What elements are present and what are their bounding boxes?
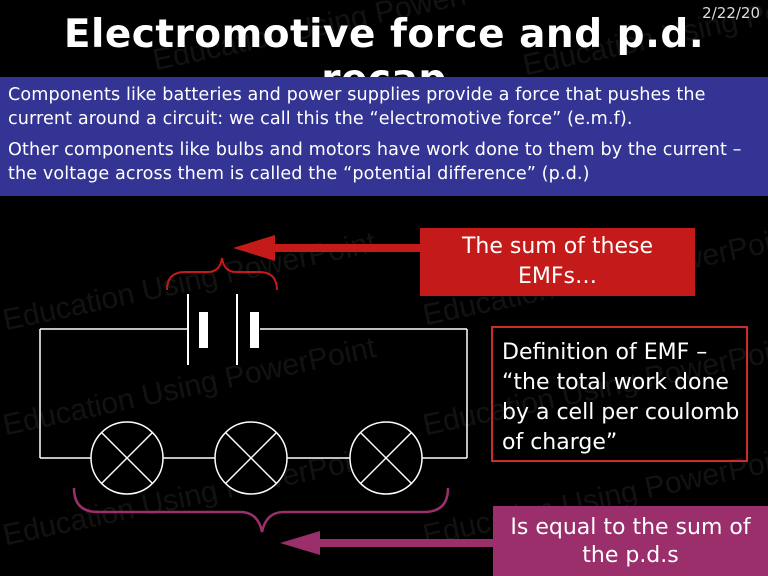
emf-arrow (233, 235, 422, 261)
intro-paragraph-pd: Other components like bulbs and motors h… (8, 140, 742, 184)
pd-arrow (280, 531, 495, 555)
intro-band: Components like batteries and power supp… (0, 77, 768, 196)
emf-sum-callout: The sum of these EMFs… (420, 228, 695, 296)
lamp-2 (214, 421, 288, 495)
intro-paragraph-emf: Components like batteries and power supp… (8, 85, 706, 129)
battery-cells (187, 294, 259, 365)
cells-brace (166, 257, 278, 291)
lamp-3 (349, 421, 423, 495)
lamps-brace (72, 487, 450, 533)
pd-sum-callout: Is equal to the sum of the p.d.s (493, 506, 768, 576)
cell-2-short-plate (250, 312, 259, 348)
emf-definition-box: Definition of EMF – “the total work done… (491, 326, 748, 462)
lamp-1 (90, 421, 164, 495)
slide-date: 2/22/20 (702, 4, 760, 22)
cell-1-short-plate (199, 312, 208, 348)
